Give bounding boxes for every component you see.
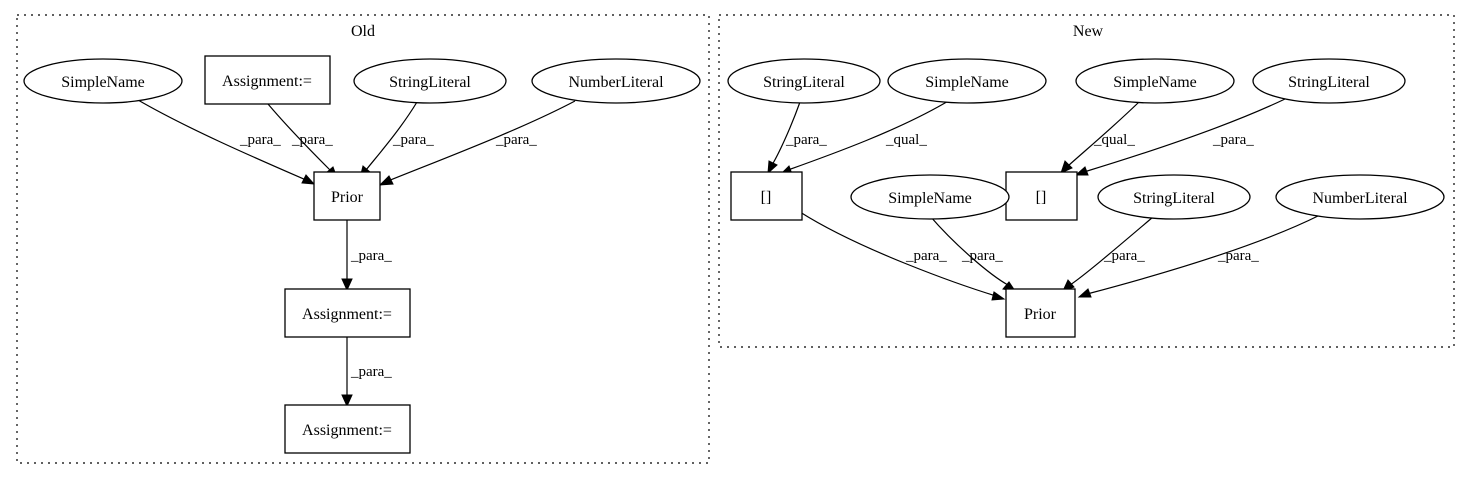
edge-new-stringliteral3-prior: _para_	[1062, 216, 1154, 292]
node-label: NumberLiteral	[568, 74, 664, 91]
node-new-prior[interactable]: Prior	[1005, 288, 1076, 338]
node-label: StringLiteral	[1288, 74, 1370, 91]
edge-label: _para_	[350, 364, 392, 380]
edge-old-numberliteral-prior: _para_	[378, 100, 576, 186]
edge-old-assign-mid-assign-bottom: _para_	[341, 336, 392, 408]
node-label: Prior	[331, 189, 364, 206]
node-label: SimpleName	[1113, 74, 1197, 91]
node-old-assign-top[interactable]: Assignment:=	[204, 55, 331, 105]
node-label: Assignment:=	[222, 73, 312, 90]
node-new-simplename-3[interactable]: SimpleName	[850, 174, 1010, 220]
edge-label: _para_	[1217, 248, 1259, 264]
node-label: StringLiteral	[1133, 190, 1215, 207]
edge-label: _para_	[495, 132, 537, 148]
edge-new-numberliteral-prior: _para_	[1077, 214, 1321, 298]
cluster-old: Old	[16, 14, 710, 464]
node-label: Assignment:=	[302, 422, 392, 439]
edge-old-prior-assign-mid: _para_	[341, 220, 392, 292]
edges-old: _para_ _para_ _para_ _para_ _para_ _para…	[137, 99, 576, 408]
edge-label: _para_	[905, 248, 947, 264]
edge-label: _para_	[392, 132, 434, 148]
node-new-index-2[interactable]: []	[1005, 171, 1078, 221]
node-label: SimpleName	[925, 74, 1009, 91]
node-label: SimpleName	[888, 190, 972, 207]
node-old-stringliteral[interactable]: StringLiteral	[353, 58, 507, 104]
node-new-index-1[interactable]: []	[730, 171, 803, 221]
node-old-assign-mid[interactable]: Assignment:=	[284, 288, 411, 338]
edge-label: _para_	[785, 132, 827, 148]
node-new-simplename-2[interactable]: SimpleName	[1075, 58, 1235, 104]
cluster-old-label: Old	[351, 23, 375, 40]
node-label: []	[761, 189, 772, 206]
cluster-new-border	[718, 14, 1455, 348]
node-old-simplename[interactable]: SimpleName	[23, 58, 183, 104]
node-label: NumberLiteral	[1312, 190, 1408, 207]
edge-label: _para_	[1212, 132, 1254, 148]
node-label: Prior	[1024, 306, 1057, 323]
node-old-prior[interactable]: Prior	[313, 171, 381, 221]
edge-label: _para_	[350, 248, 392, 264]
node-label: []	[1036, 189, 1047, 206]
node-label: SimpleName	[61, 74, 145, 91]
edge-new-simplename3-prior: _para_	[929, 215, 1017, 292]
node-new-stringliteral-3[interactable]: StringLiteral	[1097, 174, 1251, 220]
node-label: Assignment:=	[302, 306, 392, 323]
node-new-simplename-1[interactable]: SimpleName	[887, 58, 1047, 104]
edge-label: _para_	[239, 132, 281, 148]
edge-label: _para_	[961, 248, 1003, 264]
edge-new-index1-prior: _para_	[799, 211, 1006, 301]
node-label: StringLiteral	[389, 74, 471, 91]
cluster-old-border	[16, 14, 710, 464]
node-new-numberliteral[interactable]: NumberLiteral	[1275, 174, 1445, 220]
node-label: StringLiteral	[763, 74, 845, 91]
node-new-stringliteral-2[interactable]: StringLiteral	[1252, 58, 1406, 104]
edge-label: _para_	[1103, 248, 1145, 264]
node-old-numberliteral[interactable]: NumberLiteral	[531, 58, 701, 104]
edge-new-stringliteral1-index1: _para_	[767, 101, 827, 175]
node-new-stringliteral-1[interactable]: StringLiteral	[727, 58, 881, 104]
cluster-new-label: New	[1073, 23, 1104, 40]
edge-label: _qual_	[1093, 132, 1135, 148]
edge-new-stringliteral2-index2: _para_	[1074, 98, 1286, 176]
edge-new-simplename2-index2: _qual_	[1060, 101, 1140, 174]
edge-label: _para_	[291, 132, 333, 148]
cluster-new: New	[718, 14, 1455, 348]
edge-label: _qual_	[885, 132, 927, 148]
node-old-assign-bottom[interactable]: Assignment:=	[284, 404, 411, 454]
edges-new: _para_ _qual_ _qual_ _para_ _para_ _para…	[767, 98, 1321, 301]
edge-old-simplename-prior: _para_	[137, 99, 316, 185]
